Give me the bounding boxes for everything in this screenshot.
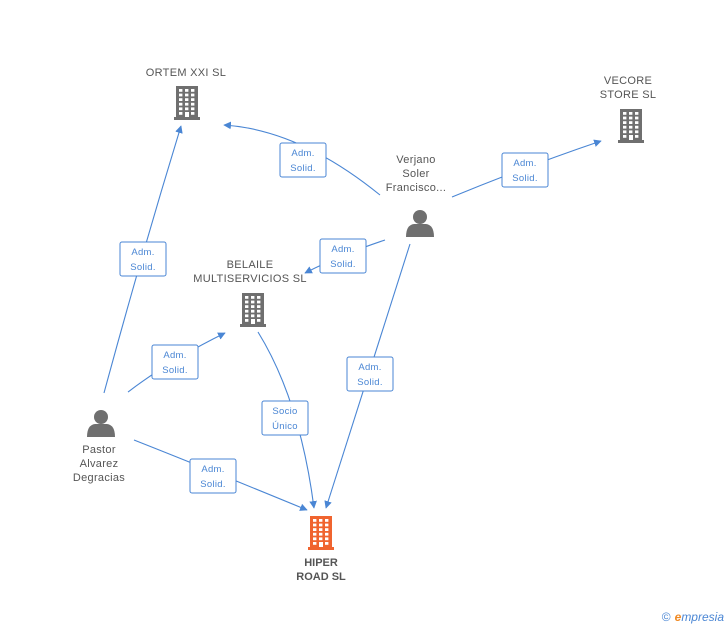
edge-label-line: Adm.	[201, 464, 224, 475]
edge-label-verjano-to-ortem[interactable]: Adm. Solid.	[279, 142, 327, 178]
edge-label-pastor-to-hiper[interactable]: Adm. Solid.	[189, 458, 237, 494]
edge-label-box	[346, 356, 394, 392]
node-label-line: MULTISERVICIOS SL	[193, 273, 307, 285]
node-ortem[interactable]: ORTEM XXI SL	[146, 67, 226, 120]
edge-label-line: Adm.	[358, 362, 381, 373]
edge-label-line: Solid.	[357, 377, 383, 388]
edge-label-line: Solid.	[330, 259, 356, 270]
node-label-line: VECORE	[604, 75, 652, 87]
edge-label-box	[319, 238, 367, 274]
brand-footer[interactable]: ©empresia	[662, 610, 724, 624]
brand-logo-initial: e	[674, 610, 682, 624]
building-icon	[308, 516, 334, 550]
copyright-icon: ©	[661, 610, 671, 624]
edge-label-line: Solid.	[290, 163, 316, 174]
edge-label-pastor-to-belaile[interactable]: Adm. Solid.	[151, 344, 199, 380]
edge-label-box	[189, 458, 237, 494]
person-icon	[406, 210, 434, 237]
edge-label-box	[261, 400, 309, 436]
edge-label-line: Socio	[272, 406, 297, 417]
edge-label-line: Solid.	[512, 173, 538, 184]
brand-logo-text: mpresia	[681, 610, 724, 624]
node-label-line: HIPER	[304, 557, 338, 569]
edge-label-line: Adm.	[513, 158, 536, 169]
node-label-line: ORTEM XXI SL	[146, 67, 226, 79]
edge-label-box	[501, 152, 549, 188]
node-hiper[interactable]: HIPER ROAD SL	[296, 516, 346, 583]
edge-label-box	[119, 241, 167, 277]
nodes-layer: ORTEM XXI SL VECORE STORE SL BELAILE MULTISE…	[73, 67, 656, 583]
person-icon	[87, 410, 115, 437]
edge-label-verjano-to-belaile[interactable]: Adm. Solid.	[319, 238, 367, 274]
edge-label-pastor-to-ortem[interactable]: Adm. Solid.	[119, 241, 167, 277]
edge-label-line: Único	[272, 421, 298, 432]
edge-labels-layer: Adm. Solid. Adm. Solid. Adm. Solid. Adm. Solid.…	[119, 142, 549, 494]
building-icon	[240, 293, 266, 327]
edge-label-line: Solid.	[200, 479, 226, 490]
node-label-line: BELAILE	[227, 259, 274, 271]
node-label-line: Francisco...	[386, 182, 446, 194]
node-label-line: Pastor	[82, 444, 116, 456]
building-icon	[174, 86, 200, 120]
node-label-line: STORE SL	[600, 89, 657, 101]
node-label-line: Degracias	[73, 472, 125, 484]
node-belaile[interactable]: BELAILE MULTISERVICIOS SL	[193, 259, 307, 327]
edge-label-box	[279, 142, 327, 178]
edge-label-line: Solid.	[130, 262, 156, 273]
node-label-line: Verjano	[396, 154, 435, 166]
edge-label-verjano-to-hiper[interactable]: Adm. Solid.	[346, 356, 394, 392]
edge-label-line: Adm.	[131, 247, 154, 258]
edge-label-verjano-to-vecore[interactable]: Adm. Solid.	[501, 152, 549, 188]
edge-label-line: Solid.	[162, 365, 188, 376]
edge-label-box	[151, 344, 199, 380]
node-label-line: Soler	[402, 168, 429, 180]
node-verjano[interactable]: VerjanoSolerFrancisco...	[386, 154, 446, 237]
node-label-line: Alvarez	[80, 458, 119, 470]
edge-label-line: Adm.	[291, 148, 314, 159]
edge-label-line: Adm.	[331, 244, 354, 255]
edge-label-line: Adm.	[163, 350, 186, 361]
building-icon	[618, 109, 644, 143]
node-label-line: ROAD SL	[296, 571, 346, 583]
node-vecore[interactable]: VECORE STORE SL	[600, 75, 657, 143]
